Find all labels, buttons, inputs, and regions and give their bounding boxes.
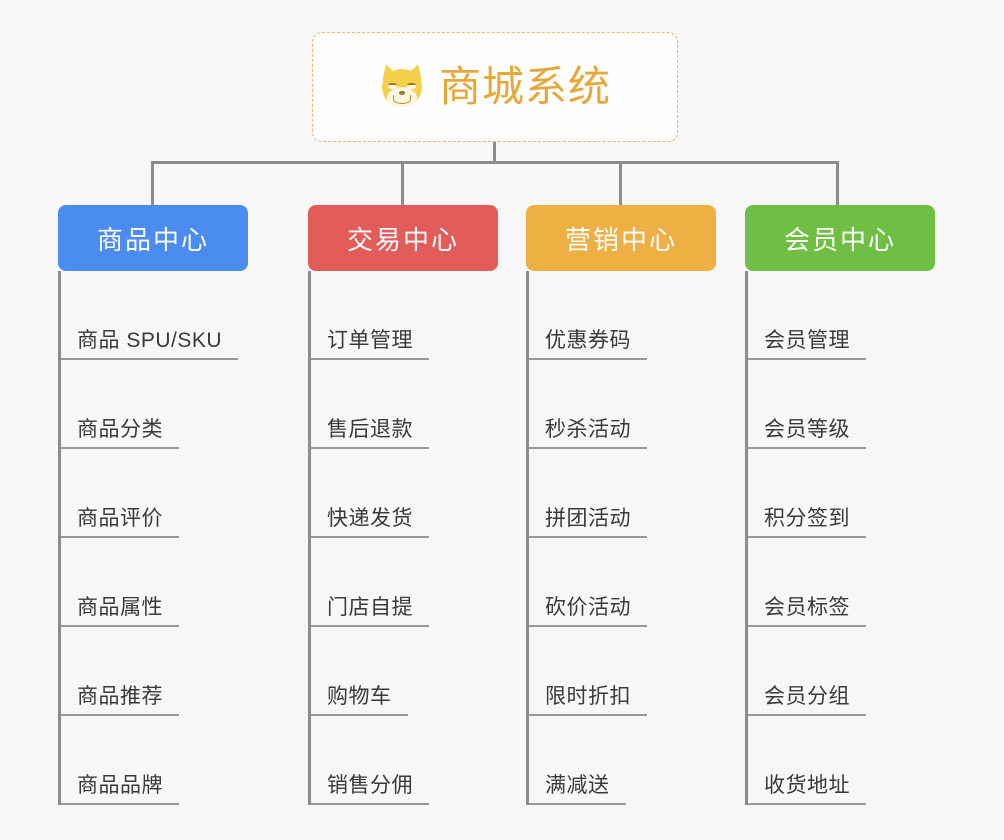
leaf-list-0: 商品 SPU/SKU 商品分类 商品评价 商品属性 商品推荐 商品品牌 [58,271,248,805]
list-item[interactable]: 商品推荐 [61,627,248,716]
leaf-label: 会员管理 [764,329,850,352]
leaf-underline [748,536,866,538]
leaf-underline [61,358,239,360]
leaf-label: 订单管理 [327,329,413,352]
leaf-underline [529,358,647,360]
leaf-label: 商品 SPU/SKU [77,329,223,352]
dog-face-icon [378,61,426,110]
leaf-underline [748,625,866,627]
leaf-underline [311,803,429,805]
list-item[interactable]: 会员等级 [748,360,935,449]
leaf-underline [61,625,179,627]
category-header-1[interactable]: 交易中心 [308,205,498,271]
leaf-underline [748,358,866,360]
list-item[interactable]: 商品分类 [61,360,248,449]
list-item[interactable]: 商品评价 [61,449,248,538]
branch-column-3: 会员中心 会员管理 会员等级 积分签到 会员标签 会员分组 收货地址 [745,205,935,805]
leaf-label: 快递发货 [327,507,413,530]
category-header-3[interactable]: 会员中心 [745,205,935,271]
leaf-list-1: 订单管理 售后退款 快递发货 门店自提 购物车 销售分佣 [308,271,498,805]
leaf-underline [311,536,429,538]
leaf-label: 砍价活动 [545,596,631,619]
list-item[interactable]: 商品属性 [61,538,248,627]
leaf-list-3: 会员管理 会员等级 积分签到 会员标签 会员分组 收货地址 [745,271,935,805]
branch-column-2: 营销中心 优惠券码 秒杀活动 拼团活动 砍价活动 限时折扣 满减送 [526,205,716,805]
leaf-underline [529,625,647,627]
list-item[interactable]: 秒杀活动 [529,360,716,449]
category-label-2: 营销中心 [564,224,677,255]
list-item[interactable]: 会员标签 [748,538,935,627]
leaf-underline [529,447,647,449]
leaf-label: 会员标签 [764,596,850,619]
leaf-underline [61,714,179,716]
leaf-label: 门店自提 [327,596,413,619]
list-item[interactable]: 门店自提 [311,538,498,627]
leaf-label: 会员分组 [764,685,850,708]
category-label-1: 交易中心 [346,224,459,255]
connector-drop-1 [401,161,404,207]
leaf-underline [529,536,647,538]
leaf-label: 商品推荐 [77,685,163,708]
list-item[interactable]: 满减送 [529,716,716,805]
connector-trunk-bar [151,161,839,164]
leaf-label: 商品评价 [77,507,163,530]
list-item[interactable]: 销售分佣 [311,716,498,805]
category-header-2[interactable]: 营销中心 [526,205,716,271]
leaf-label: 拼团活动 [545,507,631,530]
leaf-label: 购物车 [327,685,392,708]
leaf-underline [311,625,429,627]
leaf-underline [529,714,647,716]
leaf-underline [748,803,866,805]
list-item[interactable]: 商品品牌 [61,716,248,805]
leaf-label: 售后退款 [327,418,413,441]
branch-column-1: 交易中心 订单管理 售后退款 快递发货 门店自提 购物车 销售分佣 [308,205,498,805]
root-node[interactable]: 商城系统 [312,32,678,142]
connector-drop-3 [836,161,839,207]
root-title: 商城系统 [438,63,611,110]
list-item[interactable]: 会员管理 [748,271,935,360]
list-item[interactable]: 快递发货 [311,449,498,538]
connector-root-stem [493,142,496,164]
leaf-underline [529,803,626,805]
leaf-label: 商品分类 [77,418,163,441]
list-item[interactable]: 积分签到 [748,449,935,538]
category-label-0: 商品中心 [96,224,209,255]
leaf-label: 积分签到 [764,507,850,530]
connector-drop-0 [151,161,154,207]
leaf-label: 销售分佣 [327,774,413,797]
category-label-3: 会员中心 [783,224,896,255]
list-item[interactable]: 收货地址 [748,716,935,805]
leaf-underline [311,358,429,360]
leaf-label: 会员等级 [764,418,850,441]
leaf-underline [311,447,429,449]
connector-drop-2 [619,161,622,207]
list-item[interactable]: 拼团活动 [529,449,716,538]
list-item[interactable]: 会员分组 [748,627,935,716]
leaf-label: 商品品牌 [77,774,163,797]
branch-column-0: 商品中心 商品 SPU/SKU 商品分类 商品评价 商品属性 商品推荐 商品品牌 [58,205,248,805]
list-item[interactable]: 商品 SPU/SKU [61,271,248,360]
leaf-underline [61,447,179,449]
list-item[interactable]: 砍价活动 [529,538,716,627]
leaf-list-2: 优惠券码 秒杀活动 拼团活动 砍价活动 限时折扣 满减送 [526,271,716,805]
list-item[interactable]: 售后退款 [311,360,498,449]
list-item[interactable]: 购物车 [311,627,498,716]
leaf-label: 收货地址 [764,774,850,797]
leaf-underline [748,447,866,449]
list-item[interactable]: 优惠券码 [529,271,716,360]
list-item[interactable]: 订单管理 [311,271,498,360]
leaf-underline [311,714,408,716]
leaf-label: 限时折扣 [545,685,631,708]
leaf-underline [61,536,179,538]
leaf-label: 优惠券码 [545,329,631,352]
leaf-underline [748,714,866,716]
leaf-underline [61,803,179,805]
leaf-label: 满减送 [545,774,610,797]
category-header-0[interactable]: 商品中心 [58,205,248,271]
leaf-label: 商品属性 [77,596,163,619]
leaf-label: 秒杀活动 [545,418,631,441]
list-item[interactable]: 限时折扣 [529,627,716,716]
